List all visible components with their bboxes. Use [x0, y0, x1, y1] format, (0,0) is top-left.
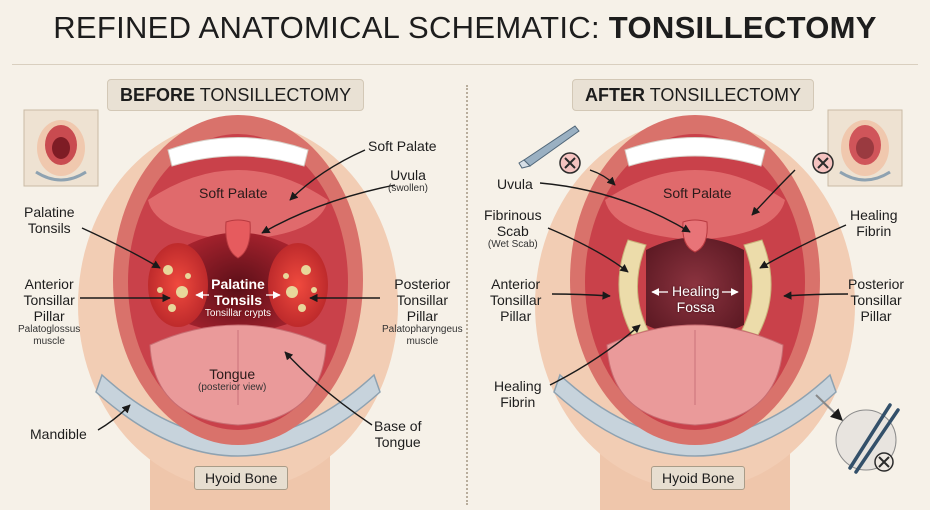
- after-healing-fossa: [646, 237, 744, 337]
- label-healing-fibrin-right: Healing Fibrin: [850, 207, 898, 239]
- label-mandible: Mandible: [30, 426, 87, 442]
- label-hyoid-bone-before: Hyoid Bone: [194, 466, 289, 490]
- after-heading: AFTER TONSILLECTOMY: [572, 79, 815, 111]
- label-posterior-pillar: Posterior Tonsillar Pillar Palatopharyng…: [382, 276, 463, 347]
- label-palatine-tonsils-center: Palatine Tonsils Tonsillar crypts: [204, 276, 272, 319]
- label-healing-fibrin-bottom: Healing Fibrin: [494, 378, 542, 410]
- forceps-icon: [815, 394, 900, 474]
- scalpel-icon: [518, 125, 580, 169]
- page-title: REFINED ANATOMICAL SCHEMATIC: TONSILLECT…: [0, 10, 930, 46]
- label-after-posterior-pillar: Posterior Tonsillar Pillar: [848, 276, 905, 324]
- label-tongue: Tongue (posterior view): [198, 366, 267, 393]
- label-after-uvula: Uvula: [497, 176, 533, 192]
- label-palatine-tonsils: Palatine Tonsils: [24, 204, 75, 236]
- before-tonsil-right: [268, 243, 328, 327]
- cancel-x-icon-2: [812, 152, 834, 174]
- label-anterior-pillar: Anterior Tonsillar Pillar Palatoglossus …: [18, 276, 81, 347]
- label-after-soft-palate: Soft Palate: [663, 185, 732, 201]
- label-fibrinous-scab: Fibrinous Scab (Wet Scab): [484, 207, 542, 250]
- before-leader-lines: [79, 149, 396, 431]
- label-soft-palate: Soft Palate: [368, 138, 437, 154]
- label-base-of-tongue: Base of Tongue: [374, 418, 422, 450]
- title-rule: [12, 64, 918, 65]
- title-light: REFINED ANATOMICAL SCHEMATIC:: [53, 10, 600, 45]
- cancel-x-icon: [559, 152, 581, 174]
- label-hyoid-bone-after: Hyoid Bone: [651, 466, 746, 490]
- title-bold: TONSILLECTOMY: [608, 10, 877, 45]
- after-face: [535, 115, 855, 510]
- mouth-thumbnail-icon: [23, 109, 99, 187]
- before-heading: BEFORE TONSILLECTOMY: [107, 79, 365, 111]
- label-after-anterior-pillar: Anterior Tonsillar Pillar: [490, 276, 542, 324]
- before-tonsil-left: [148, 243, 208, 327]
- label-healing-fossa: Healing Fossa: [672, 283, 720, 315]
- label-soft-palate-inside: Soft Palate: [199, 185, 268, 201]
- label-uvula: Uvula (swollen): [388, 167, 429, 194]
- after-mouth-thumbnail-icon: [827, 109, 903, 187]
- panel-divider: [466, 85, 468, 505]
- after-leader-lines: [539, 169, 849, 386]
